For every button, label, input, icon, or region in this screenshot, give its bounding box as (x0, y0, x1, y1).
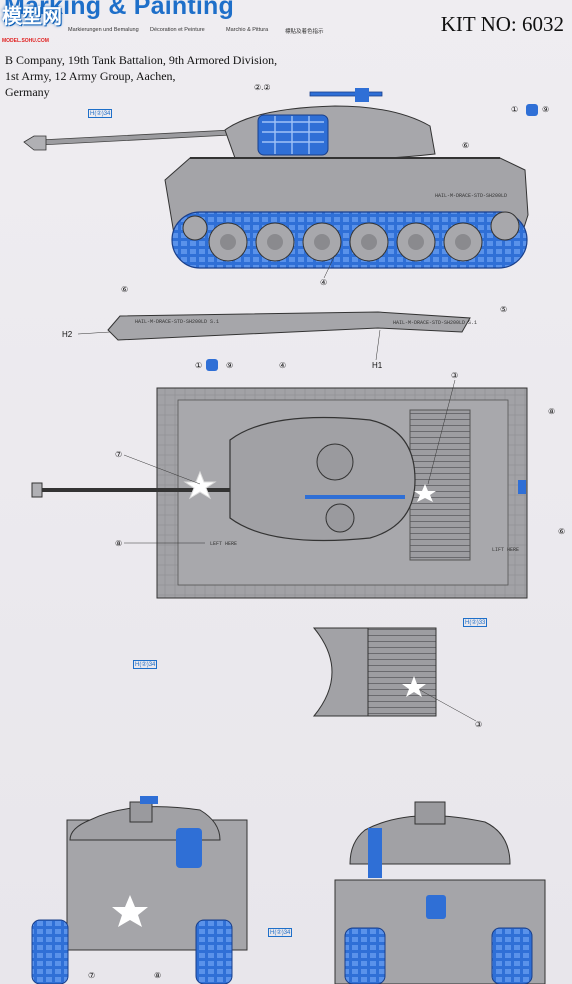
callout-6-fender: ⑥ (121, 285, 128, 294)
unit-line-2: 1st Army, 12 Army Group, Aachen, (5, 69, 176, 83)
turret-mg (309, 91, 383, 97)
callout-8-front: ⑧ (154, 971, 161, 980)
ref-tag-top-left: H(②)34 (133, 660, 158, 669)
main-gun-barrel (39, 129, 241, 146)
side-view: HAIL-M-DRACE-STD-SH200LD ②.② ⑥ ④ ① ⑨ (23, 83, 549, 287)
ref-tag-front: H(②)34 (268, 928, 293, 937)
stencil-left-here: LEFT HERE (210, 541, 237, 547)
label-h1: H1 (372, 361, 383, 370)
callout-4-fender: ④ (279, 361, 286, 370)
callout-8-right: ⑧ (548, 407, 555, 416)
front-track-right (195, 919, 233, 984)
cupola (316, 443, 354, 481)
lang-french: Décoration et Peinture (150, 27, 205, 33)
rear-track-left (344, 927, 386, 984)
callout-9-side: ⑨ (542, 105, 549, 114)
callout-5-fender: ⑤ (500, 305, 507, 314)
callout-6-right: ⑥ (558, 527, 565, 536)
callout-4-side: ④ (320, 278, 327, 287)
callout-3-rear-deck: ③ (475, 720, 482, 729)
watermark-logo: 模型网 (2, 6, 62, 28)
star-top-hull (183, 470, 217, 500)
kit-number: KIT NO: 6032 (440, 12, 564, 36)
top-view: LEFT HERE LIFT HERE ⑦ ⑧ ③ ⑧ ⑥ (31, 371, 565, 599)
front-cupola-part (140, 796, 158, 804)
ref-tag-top-right: H(②)33 (463, 618, 488, 627)
callout-6-side: ⑥ (462, 141, 469, 150)
rear-blue-box (426, 895, 446, 919)
callout-1-fender: ① (195, 361, 202, 370)
front-stowage (176, 828, 202, 868)
star-rear-deck (402, 676, 426, 697)
callout-7-front: ⑦ (88, 971, 95, 980)
fender-stencil-left: HAIL-M-DRACE-STD-SH200LD S.1 (135, 319, 219, 325)
top-blue-part (518, 480, 526, 494)
callout-7-top: ⑦ (115, 450, 122, 459)
label-h2: H2 (62, 330, 73, 339)
rear-view (334, 801, 546, 984)
watermark-url: MODEL.SOHU.COM (2, 38, 49, 44)
stencil-lift-here: LIFT HERE (492, 547, 519, 553)
loader-hatch (325, 503, 355, 533)
page-title: Marking & Painting (4, 0, 235, 20)
front-view: ⑦ ⑧ (31, 796, 248, 984)
callout-1-side: ① (511, 105, 518, 114)
callout-8-top: ⑧ (115, 539, 122, 548)
turret-top (229, 416, 416, 542)
lang-italian: Marchio & Pittura (226, 27, 269, 33)
top-muzzle-brake (31, 482, 43, 498)
mg-mount (355, 88, 369, 102)
bumper-marking-icon (526, 104, 538, 116)
star-front-hull (112, 895, 148, 927)
lang-chinese: 標貼及着色指示 (285, 29, 324, 35)
lang-german: Markierungen und Bemalung (68, 27, 139, 33)
star-top-turret (414, 484, 436, 502)
callout-2-pair: ②.② (254, 83, 271, 92)
turret-side (224, 105, 436, 161)
road-wheels (182, 211, 520, 262)
muzzle-brake (23, 135, 47, 151)
callout-9-fender: ⑨ (226, 361, 233, 370)
top-mg (305, 495, 405, 499)
unit-description: B Company, 19th Tank Battalion, 9th Armo… (5, 52, 277, 100)
fender-marking-icon (206, 359, 218, 371)
fender-strip (107, 311, 471, 341)
ref-tag-side: H(②)34 (88, 109, 113, 118)
rear-deck-view: ③ (312, 627, 482, 729)
rear-deck-grille (367, 627, 437, 717)
rear-track-right (491, 927, 533, 984)
front-track-left (31, 919, 69, 984)
fender-stencil-right: HAIL-M-DRACE-STD-SH200LD S.1 (393, 320, 477, 326)
callout-3-top: ③ (451, 371, 458, 380)
fender-view: HAIL-M-DRACE-STD-SH200LD S.1 HAIL-M-DRAC… (62, 285, 507, 371)
rear-stowage (368, 828, 382, 878)
hull-stencil: HAIL-M-DRACE-STD-SH200LD (435, 193, 507, 199)
engine-deck (409, 409, 471, 561)
unit-line-1: B Company, 19th Tank Battalion, 9th Armo… (5, 53, 278, 67)
rear-turret (349, 815, 511, 865)
blue-stowage (257, 114, 329, 156)
unit-line-3: Germany (5, 85, 50, 99)
